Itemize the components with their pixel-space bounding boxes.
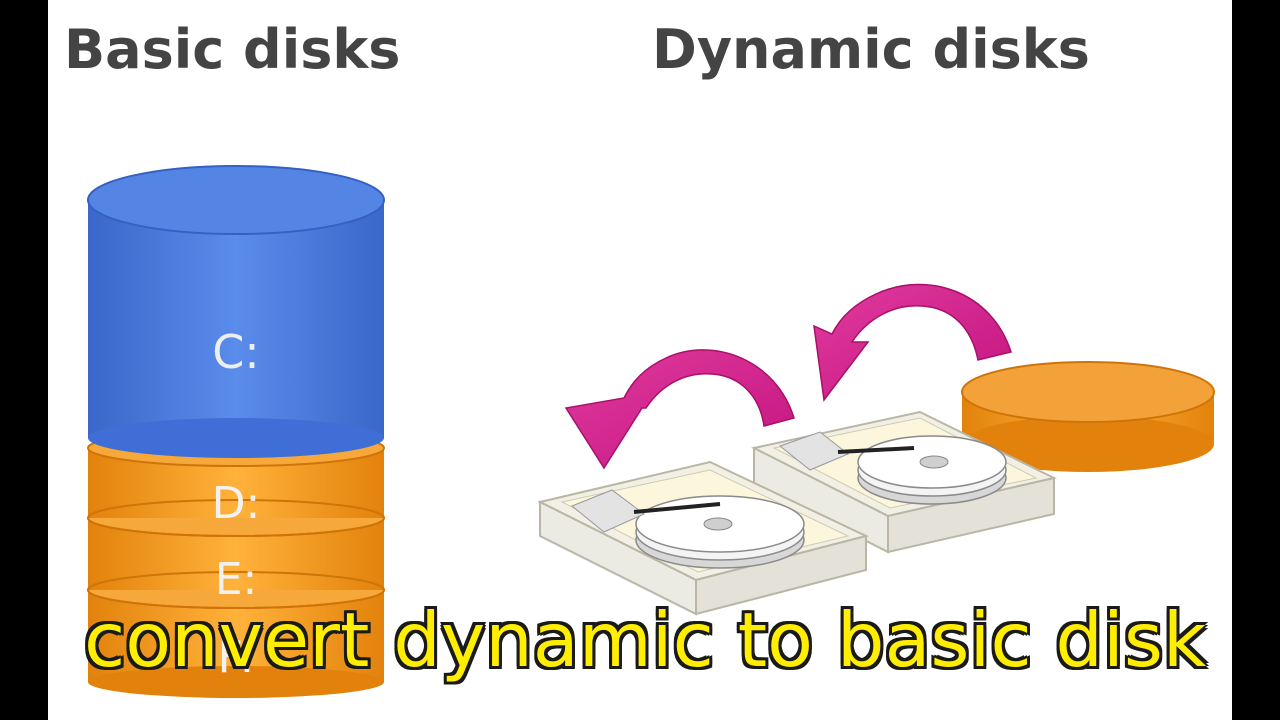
dynamic-disk-group: [537, 283, 1215, 616]
curved-arrow-icon: [564, 349, 795, 470]
basic-disks-heading: Basic disks: [64, 18, 401, 81]
volume-e-label: E:: [215, 554, 258, 605]
volume-c-segment: [87, 165, 385, 458]
volume-d-label: D:: [212, 478, 261, 529]
volume-c-label: C:: [212, 325, 260, 379]
video-caption: convert dynamic to basic disk: [84, 596, 1207, 684]
volume-f-label: F:: [218, 632, 255, 683]
hard-drive-icon: [751, 410, 1057, 554]
dynamic-disks-heading: Dynamic disks: [652, 18, 1090, 81]
hard-drive-icon: [537, 460, 869, 616]
basic-disk-stack: C: D: E: F:: [87, 165, 385, 698]
diagram-canvas: Basic disks Dynamic disks: [48, 0, 1232, 720]
disk-illustration: C: D: E: F:: [87, 165, 1215, 698]
disk-platter-icon: [961, 361, 1215, 472]
curved-arrow-icon: [813, 283, 1012, 402]
